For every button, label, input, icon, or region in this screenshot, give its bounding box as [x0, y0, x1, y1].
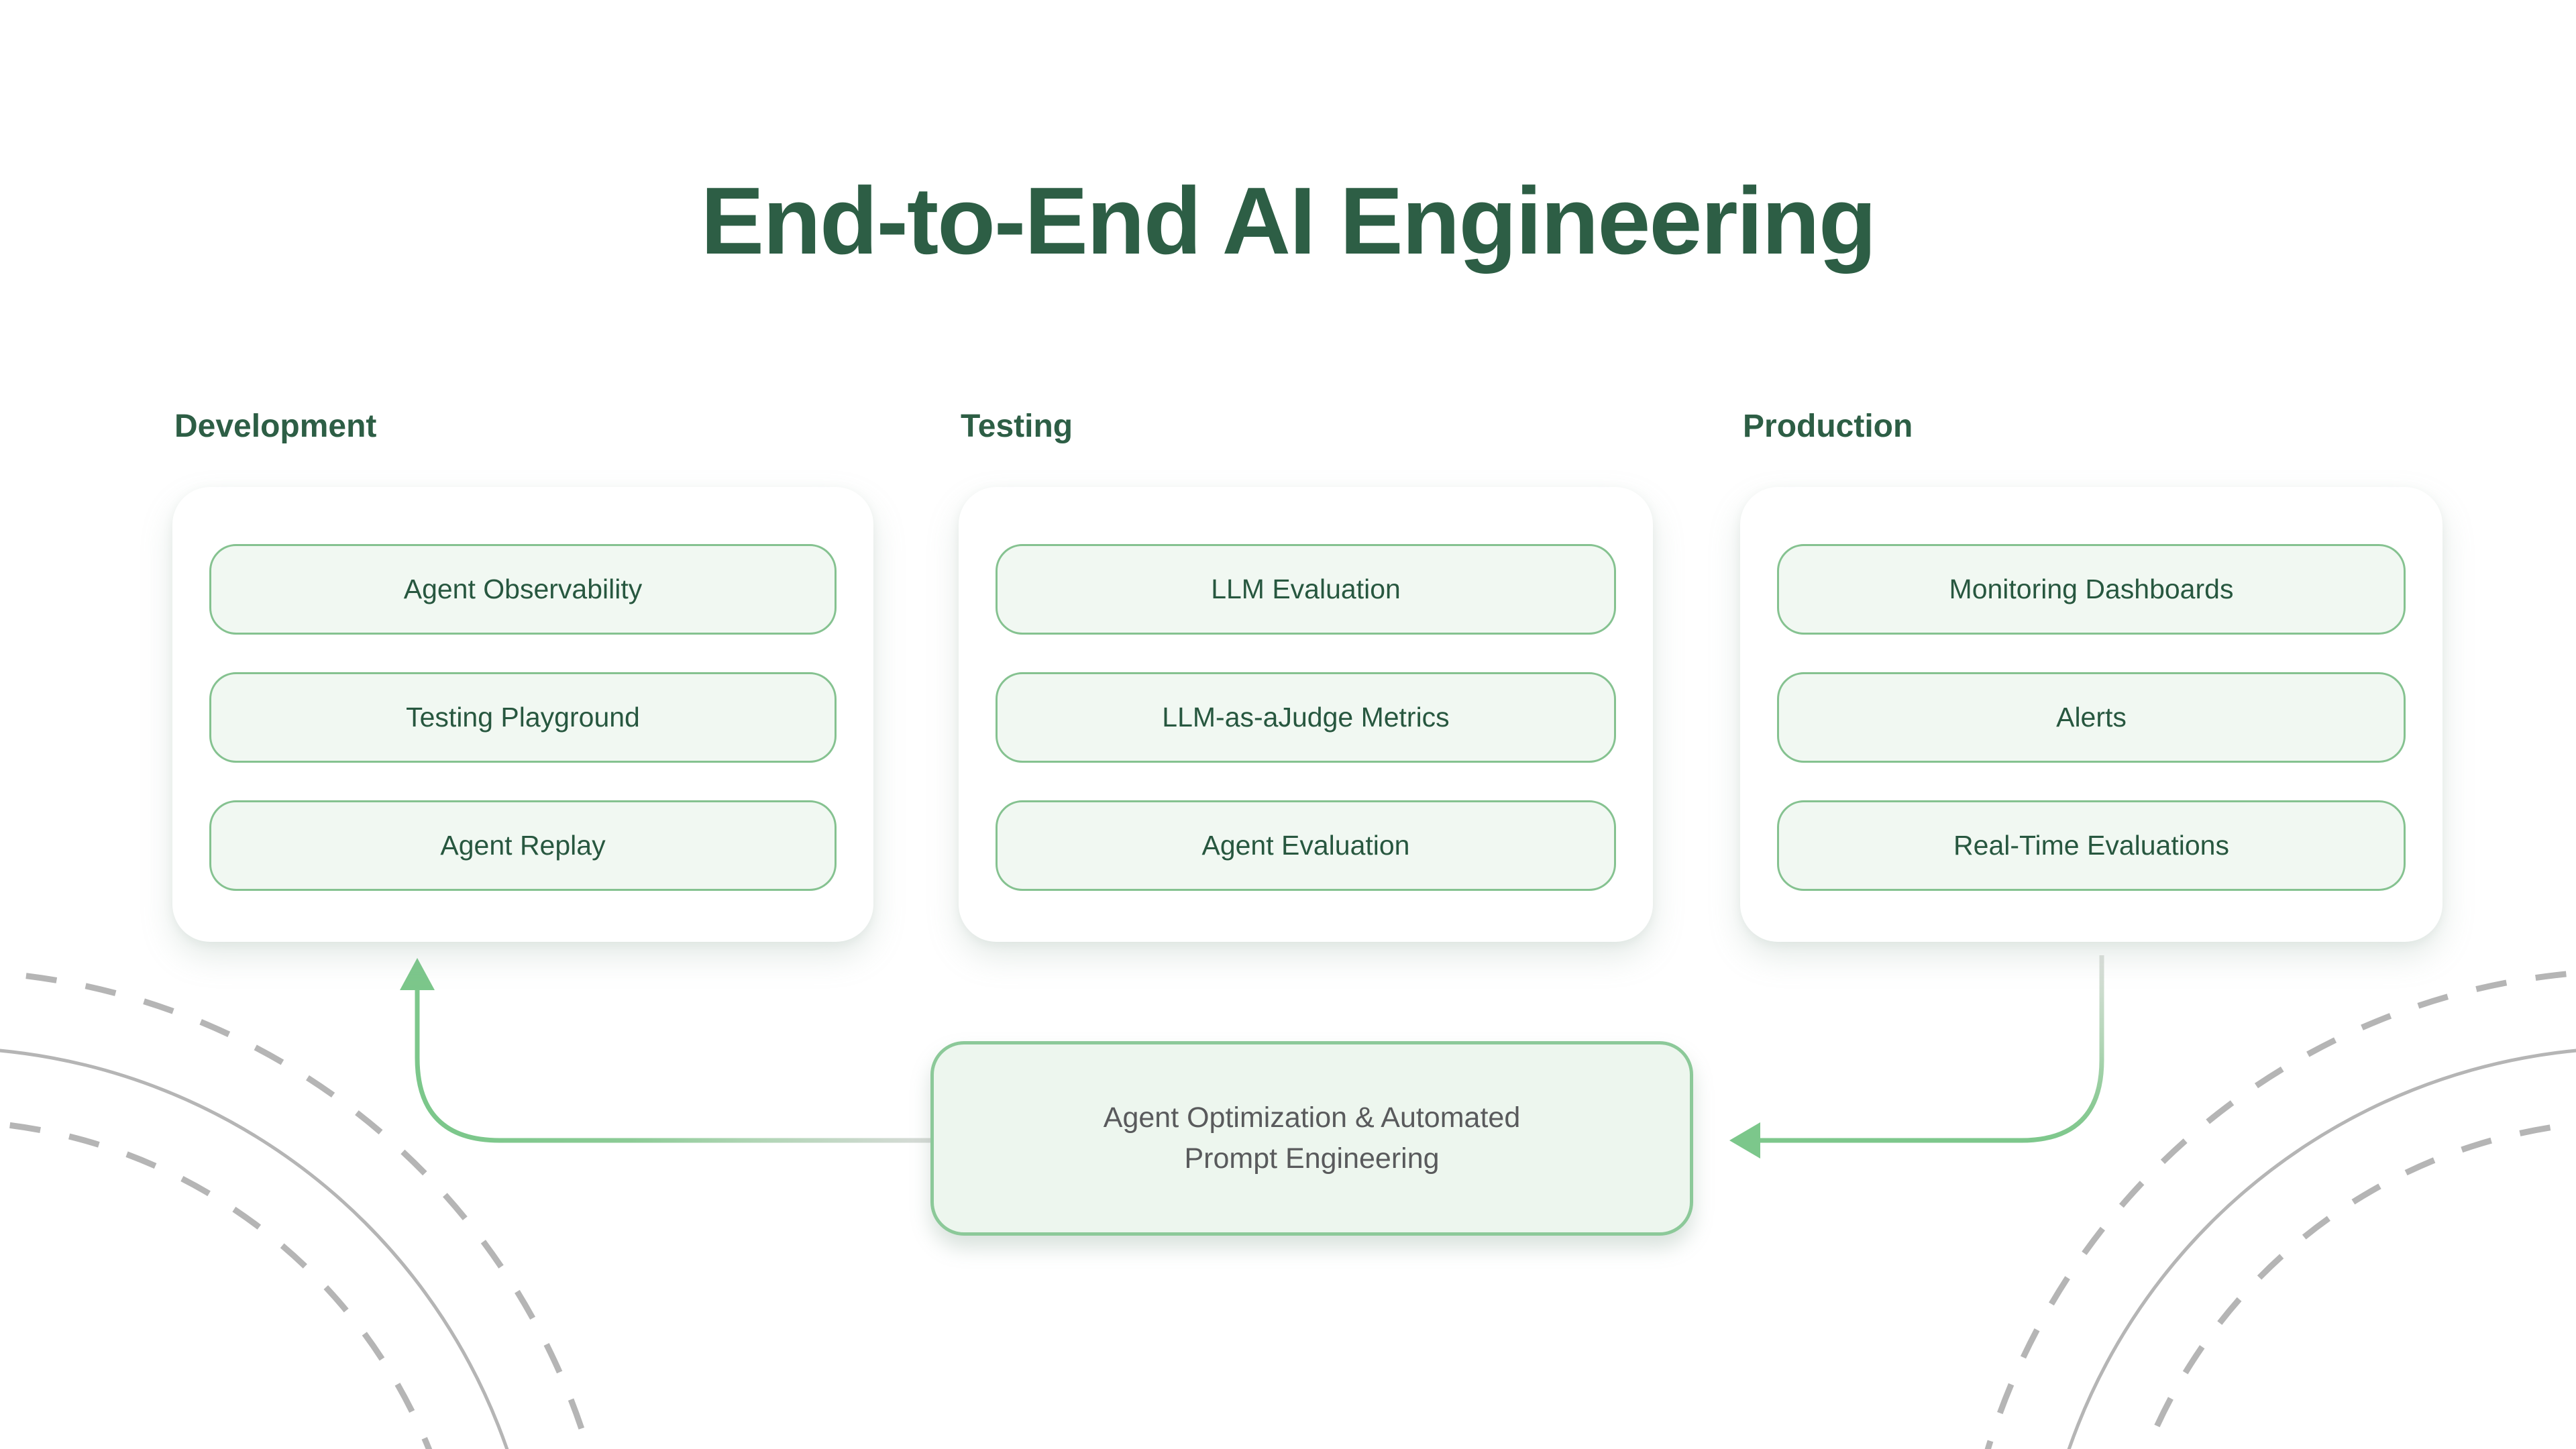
node-agent-replay: Agent Replay — [209, 800, 837, 891]
node-monitoring-dashboards: Monitoring Dashboards — [1777, 544, 2406, 635]
node-llm-as-a-judge-metrics: LLM-as-aJudge Metrics — [996, 672, 1616, 763]
column-header-production: Production — [1743, 409, 1913, 444]
node-alerts: Alerts — [1777, 672, 2406, 763]
arrow-up-icon — [400, 958, 435, 990]
corner-arc-decoration-right — [1984, 970, 2576, 1449]
column-header-testing: Testing — [961, 409, 1073, 444]
agent-optimization-label: Agent Optimization & Automated Prompt En… — [1103, 1101, 1521, 1175]
node-real-time-evaluations: Real-Time Evaluations — [1777, 800, 2406, 891]
page-title: End-to-End AI Engineering — [700, 168, 1876, 274]
arrow-left-icon — [1729, 1122, 1760, 1159]
feedback-arrow-from-production — [1729, 955, 2104, 1159]
node-agent-observability: Agent Observability — [209, 544, 837, 635]
agent-optimization-box: Agent Optimization & Automated Prompt En… — [930, 1041, 1693, 1236]
feedback-arrow-to-development — [400, 958, 930, 1143]
production-card: Monitoring Dashboards Alerts Real-Time E… — [1740, 487, 2443, 942]
node-agent-evaluation: Agent Evaluation — [996, 800, 1616, 891]
development-card: Agent Observability Testing Playground A… — [172, 487, 873, 942]
node-llm-evaluation: LLM Evaluation — [996, 544, 1616, 635]
node-testing-playground: Testing Playground — [209, 672, 837, 763]
testing-card: LLM Evaluation LLM-as-aJudge Metrics Age… — [959, 487, 1653, 942]
corner-arc-decoration-left — [0, 970, 592, 1449]
column-header-development: Development — [174, 409, 377, 444]
